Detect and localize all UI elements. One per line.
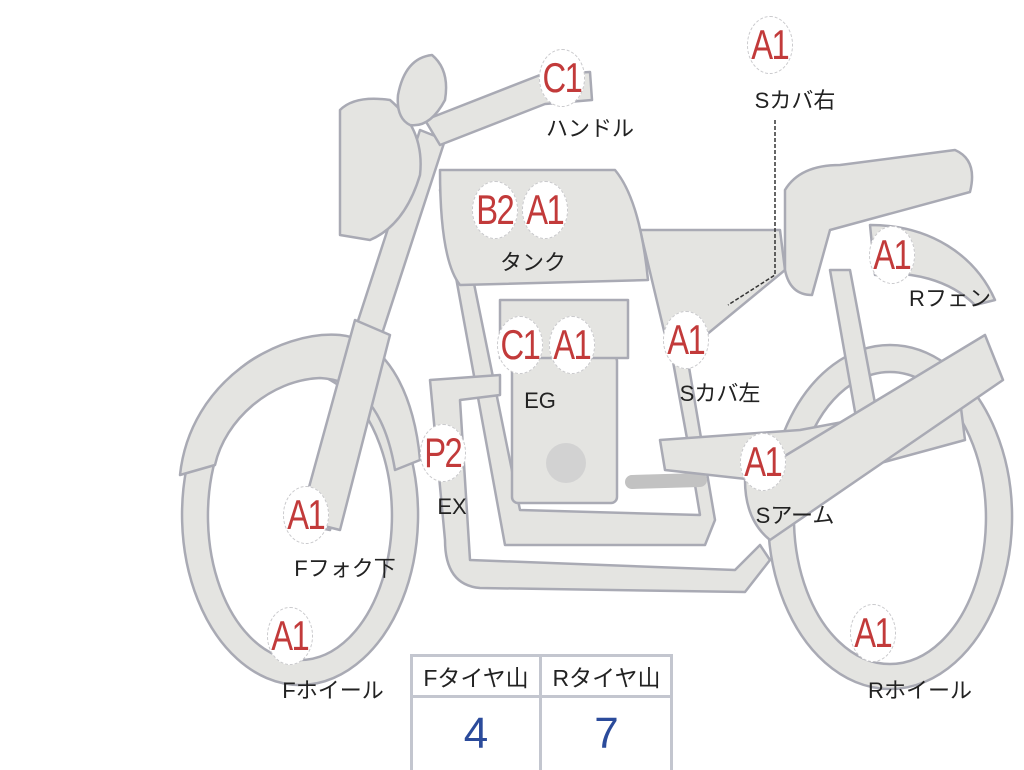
label-rear-fender: Rフェン xyxy=(909,286,991,311)
badge-side-cover-left: A1 xyxy=(663,311,709,369)
fork-lower-shape xyxy=(298,318,392,532)
label-side-cover-left: Sカバ左 xyxy=(679,381,761,406)
header-rear-tire: Rタイヤ山 xyxy=(542,657,671,698)
badge-exhaust: P2 xyxy=(420,424,466,482)
badge-rear-wheel: A1 xyxy=(850,604,896,662)
label-front-wheel: Fホイール xyxy=(282,678,384,703)
mirror-shape xyxy=(396,53,448,127)
header-front-tire: Fタイヤ山 xyxy=(413,657,542,698)
badge-tank-2: A1 xyxy=(522,181,568,239)
label-tank: タンク xyxy=(499,250,567,275)
label-side-cover-right: Sカバ右 xyxy=(754,88,836,113)
seat-shape xyxy=(783,148,974,297)
badge-side-cover-right: A1 xyxy=(747,16,793,74)
label-rear-wheel: Rホイール xyxy=(868,678,972,703)
badge-engine-2: A1 xyxy=(549,316,595,374)
value-front-tire: 4 xyxy=(413,698,542,770)
value-rear-tire: 7 xyxy=(594,709,619,758)
label-swing-arm: Sアーム xyxy=(755,503,835,528)
muffler-shape xyxy=(743,333,1005,542)
label-handle: ハンドル xyxy=(545,116,635,141)
tire-tread-table: Fタイヤ山 Rタイヤ山 4 7 xyxy=(410,654,673,770)
label-engine: EG xyxy=(524,388,556,413)
badge-rear-fender: A1 xyxy=(869,226,915,284)
badge-tank-1: B2 xyxy=(472,181,518,239)
label-exhaust: EX xyxy=(437,494,467,519)
side-cover-shape xyxy=(638,228,787,342)
badge-engine-1: C1 xyxy=(497,316,543,374)
badge-front-wheel: A1 xyxy=(267,607,313,665)
leader-line xyxy=(727,120,776,306)
exhaust-shape xyxy=(428,373,772,594)
badge-handle: C1 xyxy=(539,49,585,107)
headlight-shape xyxy=(338,97,422,242)
label-front-fork-lower: Fフォク下 xyxy=(294,556,396,581)
badge-front-fork-lower: A1 xyxy=(283,486,329,544)
badge-swing-arm: A1 xyxy=(740,433,786,491)
